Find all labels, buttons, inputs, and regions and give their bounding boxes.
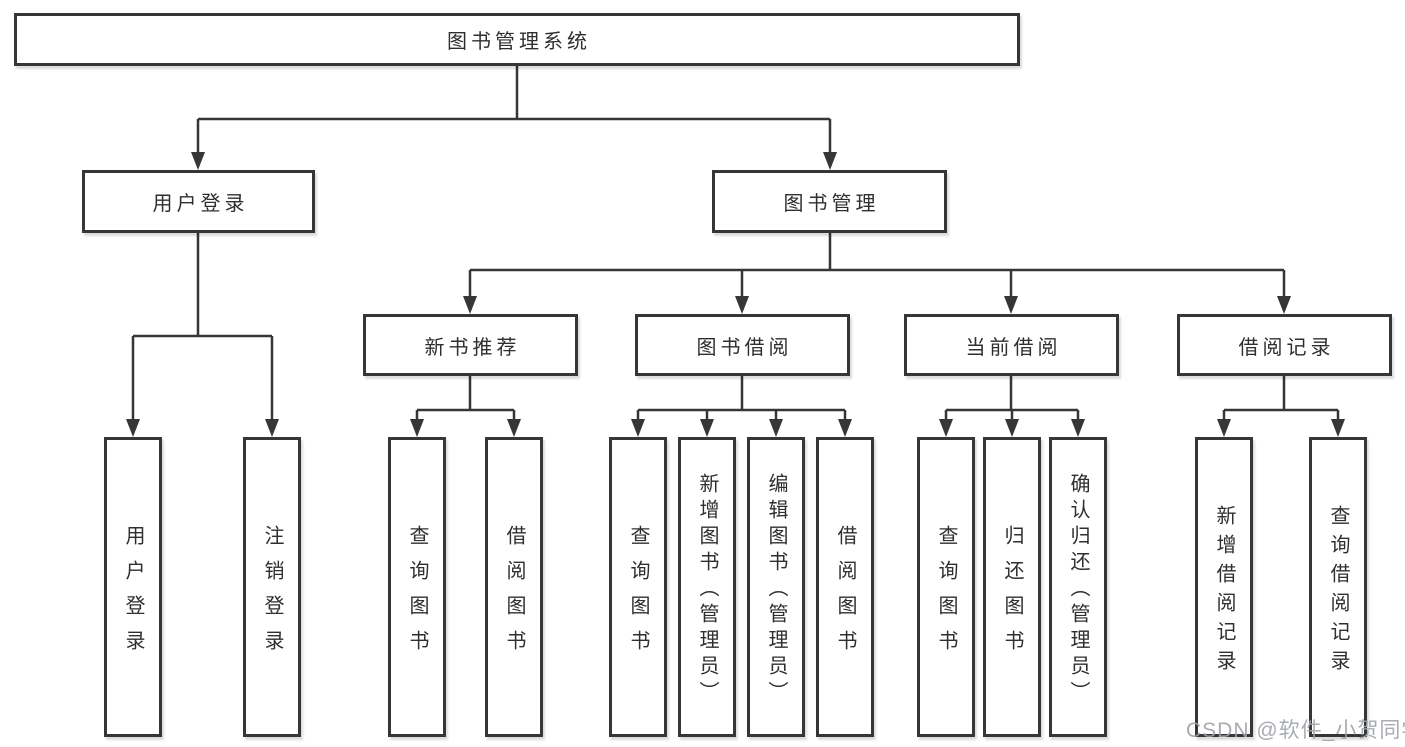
branch-borrow-records bbox=[1217, 376, 1345, 437]
leaf-records-add-label: 新增借阅记录 bbox=[1213, 504, 1235, 679]
leaf-current-query-label: 查询图书 bbox=[935, 524, 957, 665]
leaf-newbooks-query: 查询图书 bbox=[388, 437, 446, 737]
branch-book-mgmt bbox=[463, 233, 1291, 314]
leaf-logout: 注销登录 bbox=[243, 437, 301, 737]
leaf-current-return-label: 归还图书 bbox=[1001, 524, 1023, 665]
branch-book-borrow bbox=[631, 376, 852, 437]
leaf-borrow-add-label: 新增图书（管理员） bbox=[696, 473, 718, 707]
node-root-label: 图书管理系统 bbox=[447, 31, 591, 53]
node-current-borrow-label: 当前借阅 bbox=[965, 336, 1062, 359]
node-borrow-records-label: 借阅记录 bbox=[1238, 336, 1335, 359]
leaf-newbooks-borrow: 借阅图书 bbox=[485, 437, 543, 737]
node-new-books: 新书推荐 bbox=[363, 314, 578, 376]
node-book-borrow-label: 图书借阅 bbox=[696, 336, 793, 359]
branch-user-login bbox=[126, 233, 279, 437]
node-book-borrow: 图书借阅 bbox=[635, 314, 850, 376]
leaf-newbooks-borrow-label: 借阅图书 bbox=[503, 524, 525, 665]
watermark: CSDN @软件_小贺同学 bbox=[1186, 719, 1405, 742]
leaf-records-query-label: 查询借阅记录 bbox=[1327, 504, 1349, 679]
leaf-current-query: 查询图书 bbox=[917, 437, 975, 737]
branch-root bbox=[191, 66, 837, 170]
leaf-newbooks-query-label: 查询图书 bbox=[406, 524, 428, 665]
leaf-borrow-borrow: 借阅图书 bbox=[816, 437, 874, 737]
leaf-user-login-label: 用户登录 bbox=[122, 524, 144, 665]
node-user-login-label: 用户登录 bbox=[152, 193, 249, 215]
leaf-current-confirm-label: 确认归还（管理员） bbox=[1067, 473, 1089, 707]
branch-new-books bbox=[410, 376, 521, 437]
node-book-mgmt-label: 图书管理 bbox=[783, 193, 880, 215]
branch-current-borrow bbox=[939, 376, 1085, 437]
node-book-mgmt: 图书管理 bbox=[712, 170, 947, 233]
leaf-borrow-query: 查询图书 bbox=[609, 437, 667, 737]
node-new-books-label: 新书推荐 bbox=[424, 336, 521, 359]
leaf-borrow-edit: 编辑图书（管理员） bbox=[747, 437, 805, 737]
leaf-borrow-query-label: 查询图书 bbox=[627, 524, 649, 665]
leaf-current-return: 归还图书 bbox=[983, 437, 1041, 737]
leaf-borrow-add: 新增图书（管理员） bbox=[678, 437, 736, 737]
leaf-borrow-edit-label: 编辑图书（管理员） bbox=[765, 473, 787, 707]
node-borrow-records: 借阅记录 bbox=[1177, 314, 1392, 376]
leaf-records-query: 查询借阅记录 bbox=[1309, 437, 1367, 737]
leaf-records-add: 新增借阅记录 bbox=[1195, 437, 1253, 737]
node-user-login: 用户登录 bbox=[82, 170, 315, 233]
leaf-borrow-borrow-label: 借阅图书 bbox=[834, 524, 856, 665]
node-root: 图书管理系统 bbox=[14, 13, 1020, 66]
leaf-user-login: 用户登录 bbox=[104, 437, 162, 737]
node-current-borrow: 当前借阅 bbox=[904, 314, 1119, 376]
leaf-current-confirm: 确认归还（管理员） bbox=[1049, 437, 1107, 737]
leaf-logout-label: 注销登录 bbox=[261, 524, 283, 665]
